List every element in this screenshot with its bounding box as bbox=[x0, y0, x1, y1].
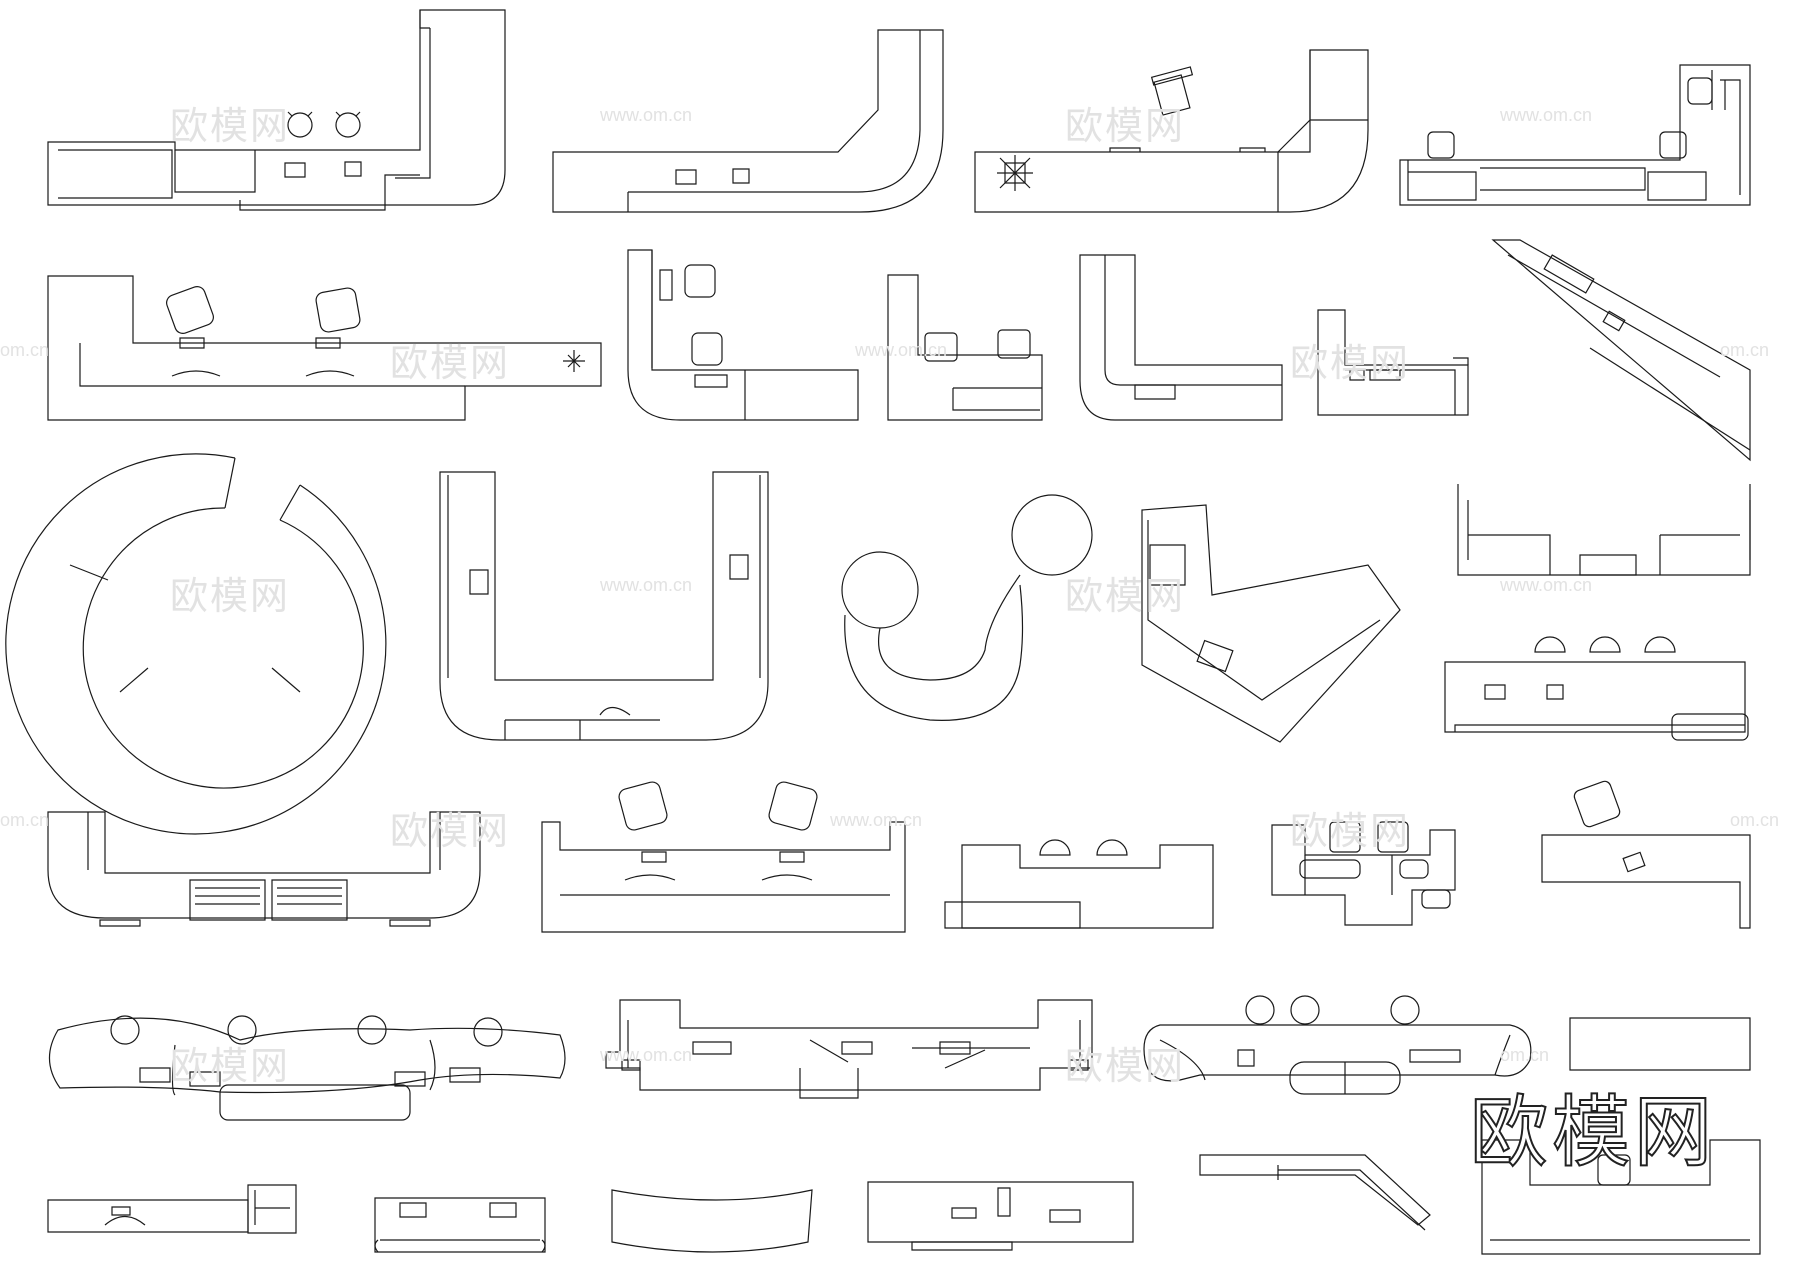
office-chair-icon bbox=[617, 780, 818, 831]
desk-bar-19 bbox=[945, 840, 1213, 928]
desk-u-17 bbox=[48, 812, 480, 926]
desk-cluster-20 bbox=[1272, 822, 1455, 925]
desk-long-23 bbox=[606, 1000, 1092, 1098]
office-chair-icon bbox=[1428, 78, 1712, 158]
desk-small-9 bbox=[1318, 310, 1468, 415]
desk-straight-26 bbox=[48, 1185, 296, 1233]
desk-small-25 bbox=[1570, 1018, 1750, 1070]
office-chair-icon bbox=[1330, 822, 1408, 852]
desk-l-21 bbox=[1542, 780, 1750, 928]
desk-angled-30 bbox=[1200, 1155, 1430, 1230]
office-chair-icon bbox=[111, 1016, 502, 1046]
office-chair-icon bbox=[1152, 67, 1193, 115]
office-chair-icon bbox=[164, 284, 361, 335]
stool-icon bbox=[1246, 996, 1419, 1024]
brand-logo: 欧模网 bbox=[1469, 1087, 1717, 1179]
desk-curved-l-2 bbox=[553, 30, 943, 212]
desk-curved-22 bbox=[49, 1016, 565, 1120]
office-chair-icon bbox=[685, 265, 722, 365]
desk-arc-28 bbox=[612, 1190, 812, 1252]
desk-u-shaped-12 bbox=[440, 472, 768, 740]
desk-j-shaped-6 bbox=[628, 250, 858, 420]
desk-workstation-4 bbox=[1400, 65, 1750, 205]
desk-ring-11 bbox=[6, 454, 386, 834]
desk-long-18 bbox=[542, 780, 905, 932]
desk-curved-l-3 bbox=[975, 50, 1368, 212]
office-chair-icon bbox=[925, 330, 1030, 361]
stool-icon bbox=[1535, 637, 1675, 652]
desk-counter-16 bbox=[1445, 637, 1748, 740]
office-chair-icon bbox=[1573, 780, 1622, 829]
office-chair-icon bbox=[288, 112, 360, 137]
office-chair-icon bbox=[1598, 1155, 1630, 1185]
desk-angled-14 bbox=[1142, 505, 1400, 742]
desk-long-5 bbox=[48, 276, 601, 420]
desk-long-24 bbox=[1144, 996, 1531, 1094]
desk-u-15 bbox=[1458, 484, 1750, 575]
desk-u-31 bbox=[1482, 1140, 1760, 1254]
desk-l-shaped-1 bbox=[48, 10, 505, 210]
desk-s-curve-13 bbox=[842, 495, 1092, 720]
desk-diagonal-10 bbox=[1493, 240, 1750, 460]
plant-icon bbox=[563, 350, 585, 372]
stool-icon bbox=[1040, 840, 1127, 855]
desk-straight-29 bbox=[868, 1182, 1133, 1250]
desk-corner-8 bbox=[1080, 255, 1282, 420]
desk-straight-27 bbox=[375, 1198, 545, 1252]
desk-small-7 bbox=[888, 275, 1042, 420]
